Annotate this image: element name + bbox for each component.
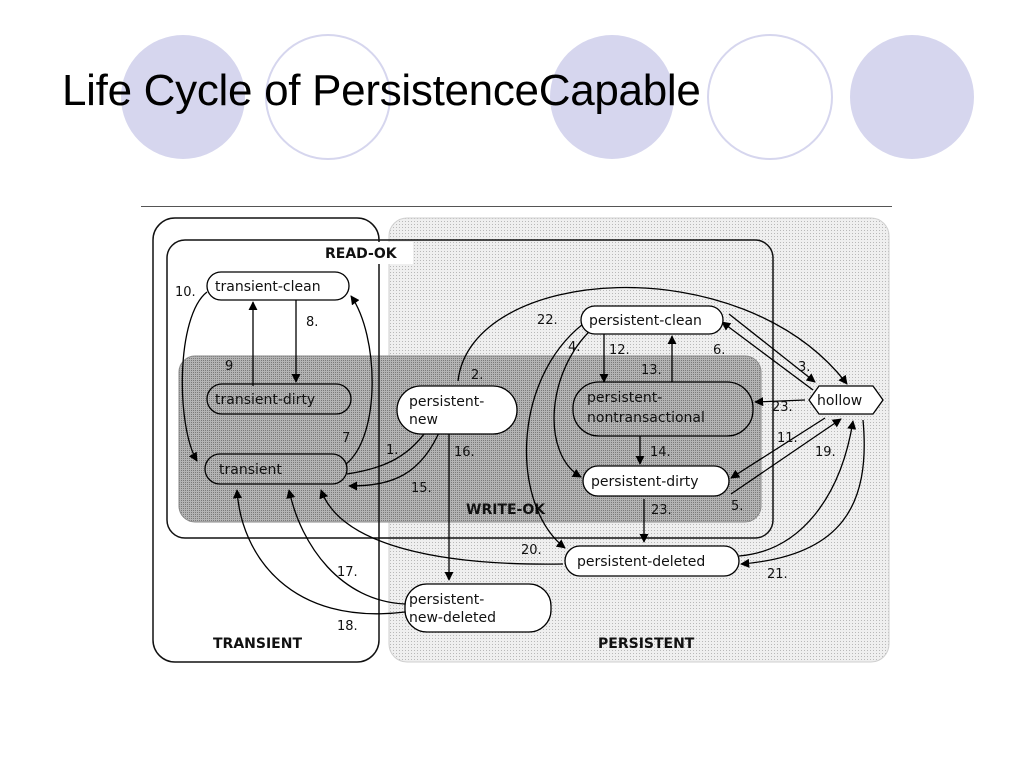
state-transient-clean: transient-clean: [206, 271, 350, 301]
state-persistent-clean-label: persistent-clean: [589, 313, 702, 329]
state-persistent-clean: persistent-clean: [580, 305, 724, 335]
transition-label-23-hollow: 23.: [772, 400, 793, 415]
transition-label-6: 6.: [713, 343, 725, 358]
transition-label-17: 17.: [337, 565, 358, 580]
state-transient: transient: [204, 453, 348, 485]
transition-label-20: 20.: [521, 543, 542, 558]
arrow-15: [348, 427, 442, 491]
transition-label-16: 16.: [454, 445, 475, 460]
transition-label-5: 5.: [731, 499, 743, 514]
state-persistent-nontransactional-line1: persistent-: [587, 390, 662, 406]
state-transient-dirty-label: transient-dirty: [215, 392, 315, 408]
arrow-2: [457, 286, 848, 385]
state-persistent-new-line2: new: [409, 412, 438, 428]
transition-label-23-dirty: 23.: [651, 503, 672, 518]
arrow-10: [181, 291, 208, 462]
transition-label-13: 13.: [641, 363, 662, 378]
state-persistent-nontransactional-line2: nontransactional: [587, 410, 705, 426]
lifecycle-diagram: READ-OK WRITE-OK TRANSIENT PERSISTENT: [141, 206, 892, 663]
state-transient-dirty: transient-dirty: [206, 383, 352, 415]
arrow-18: [232, 489, 406, 615]
write-ok-region: [178, 355, 762, 523]
read-ok-label: READ-OK: [325, 246, 398, 262]
transition-label-18: 18.: [337, 619, 358, 634]
transition-label-7: 7: [342, 431, 350, 446]
arrow-4: [553, 327, 594, 478]
arrow-3: [728, 313, 816, 383]
transition-label-11: 11.: [777, 431, 798, 446]
decor-circle-filled-1: [121, 35, 245, 159]
state-persistent-new-line1: persistent-: [409, 394, 484, 410]
transition-label-22: 22.: [537, 313, 558, 328]
slide-title: Life Cycle of PersistenceCapable: [62, 66, 701, 115]
decor-circle-outline-1: [265, 34, 391, 160]
transition-label-8: 8.: [306, 315, 318, 330]
read-ok-region: [166, 239, 774, 539]
transition-label-9: 9: [225, 359, 233, 374]
state-persistent-new-deleted: persistent- new-deleted: [404, 583, 552, 633]
state-persistent-new-deleted-line2: new-deleted: [409, 610, 496, 626]
transition-label-21: 21.: [767, 567, 788, 582]
state-persistent-dirty-label: persistent-dirty: [591, 474, 699, 490]
state-persistent-nontransactional: persistent- nontransactional: [572, 381, 754, 437]
state-transient-clean-label: transient-clean: [215, 279, 321, 295]
transition-label-14: 14.: [650, 445, 671, 460]
state-persistent-new: persistent- new: [396, 385, 518, 435]
transition-label-1: 1.: [386, 443, 398, 458]
state-persistent-deleted-label: persistent-deleted: [577, 554, 705, 570]
write-ok-label: WRITE-OK: [466, 502, 546, 518]
transition-label-3: 3.: [798, 360, 810, 375]
state-hollow-label: hollow: [817, 393, 862, 409]
arrow-17: [286, 489, 406, 605]
transition-label-10: 10.: [175, 285, 196, 300]
transition-label-2: 2.: [471, 368, 483, 383]
arrow-21: [740, 419, 865, 568]
read-ok-label-bg: [321, 242, 413, 264]
arrow-5: [730, 418, 842, 495]
state-transient-label: transient: [219, 462, 282, 478]
transient-label: TRANSIENT: [213, 636, 302, 652]
state-persistent-dirty: persistent-dirty: [582, 465, 730, 497]
persistent-label: PERSISTENT: [598, 636, 695, 652]
decor-circle-filled-2: [550, 35, 674, 159]
arrow-11: [730, 417, 826, 479]
arrow-20: [319, 489, 564, 565]
transition-label-19: 19.: [815, 445, 836, 460]
decor-circle-filled-3: [850, 35, 974, 159]
state-persistent-deleted: persistent-deleted: [564, 545, 740, 577]
state-persistent-new-deleted-line1: persistent-: [409, 592, 484, 608]
transition-label-12: 12.: [609, 343, 630, 358]
transient-region: [152, 217, 380, 663]
arrow-19: [738, 420, 857, 557]
arrow-7: [345, 295, 373, 465]
state-hollow: hollow: [808, 385, 884, 415]
title-decoration: [121, 34, 974, 160]
decor-circle-outline-2: [707, 34, 833, 160]
transition-label-4: 4.: [568, 340, 580, 355]
arrow-23-hollow-nontx: [754, 397, 806, 407]
arrow-22: [525, 323, 584, 549]
arrow-6: [721, 321, 814, 391]
transition-label-15: 15.: [411, 481, 432, 496]
